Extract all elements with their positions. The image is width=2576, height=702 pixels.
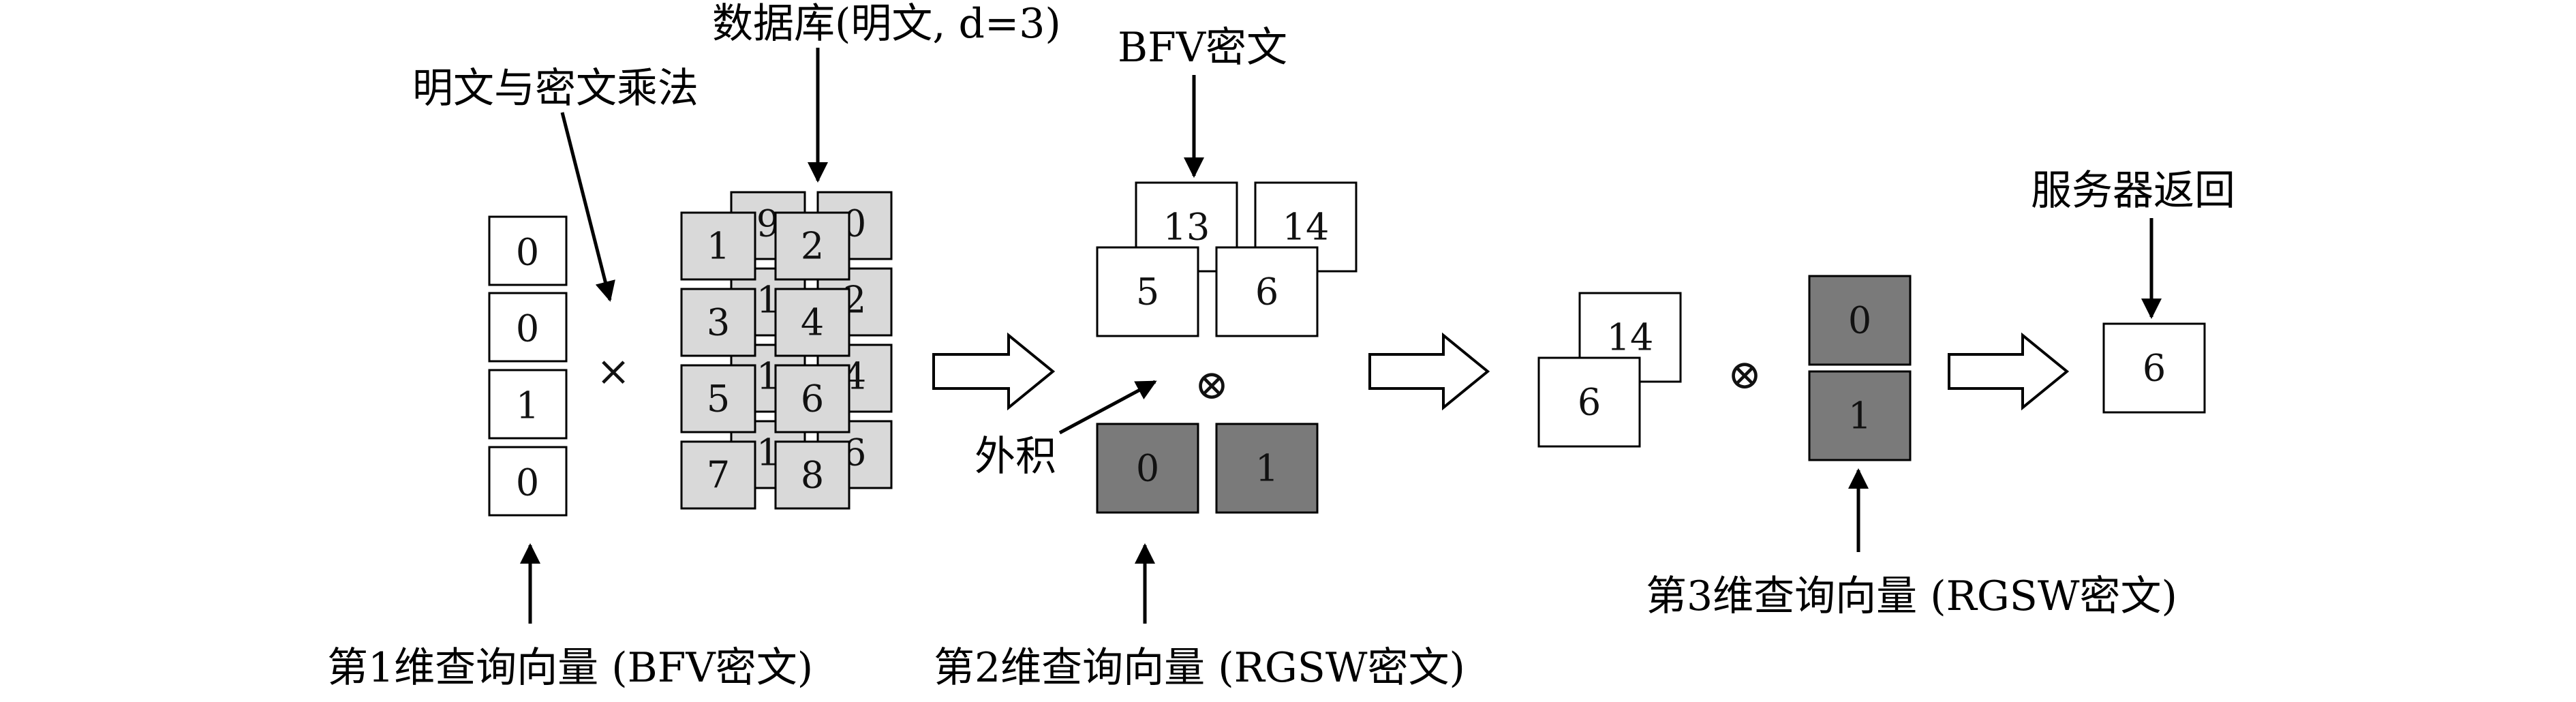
outer-product-arrow <box>1058 380 1157 435</box>
svg-text:13: 13 <box>1163 206 1210 249</box>
plaintext-ciphertext-mult-label: 明文与密文乘法 <box>412 65 699 112</box>
rgsw-cell: 1 <box>1808 370 1912 461</box>
stage2-bfv-ciphertexts: 13 14 5 6 <box>1096 181 1358 337</box>
server-return-label: 服务器返回 <box>2031 167 2235 215</box>
svg-text:0: 0 <box>1136 447 1159 490</box>
result-box: 6 <box>2102 322 2206 414</box>
svg-text:14: 14 <box>1283 206 1330 249</box>
database-cell: 1 <box>680 211 756 281</box>
query3-vector: 0 1 <box>1808 275 1912 461</box>
times-symbol: × <box>596 348 630 395</box>
svg-text:7: 7 <box>707 454 730 497</box>
bfv-cell: 5 <box>1096 246 1199 337</box>
svg-text:1: 1 <box>1848 395 1871 438</box>
svg-text:14: 14 <box>1607 316 1654 359</box>
svg-text:0: 0 <box>1848 299 1871 342</box>
stage3-bfv-ciphertexts: 14 6 <box>1537 292 1682 448</box>
rgsw-cell: 0 <box>1808 275 1912 366</box>
rgsw-cell: 1 <box>1215 423 1319 514</box>
query3-label: 第3维查询向量 (RGSW密文) <box>1646 573 2177 620</box>
svg-text:6: 6 <box>801 378 824 421</box>
database-cell: 8 <box>774 440 850 510</box>
svg-text:1: 1 <box>516 384 539 427</box>
flow-arrow-2 <box>1368 332 1490 411</box>
query2-vector: 0 1 <box>1096 423 1319 514</box>
flow-arrow-1 <box>932 332 1056 411</box>
outer-product-label: 外积 <box>975 433 1056 480</box>
query1-cell: 1 <box>488 369 568 440</box>
svg-text:5: 5 <box>707 378 730 421</box>
svg-text:0: 0 <box>516 231 539 274</box>
database-front-layer: 1 2 3 4 5 6 7 8 <box>680 211 850 510</box>
database-cell: 5 <box>680 364 756 433</box>
query1-cell: 0 <box>488 446 568 517</box>
database-cell: 3 <box>680 288 756 357</box>
mult-note-arrow <box>560 112 615 302</box>
svg-text:6: 6 <box>2143 347 2166 390</box>
database-label: 数据库(明文, d=3) <box>712 0 1061 48</box>
svg-text:0: 0 <box>516 461 539 504</box>
svg-text:0: 0 <box>516 307 539 350</box>
bfv-cell: 6 <box>1215 246 1319 337</box>
rgsw-cell: 0 <box>1096 423 1199 514</box>
query2-label: 第2维查询向量 (RGSW密文) <box>934 644 1465 692</box>
svg-text:6: 6 <box>1578 381 1601 424</box>
otimes-symbol-2: ⊗ <box>1728 351 1762 399</box>
svg-text:3: 3 <box>707 301 730 344</box>
database-cell: 7 <box>680 440 756 510</box>
database-cell: 4 <box>774 288 850 357</box>
otimes-symbol-1: ⊗ <box>1195 361 1229 409</box>
svg-text:2: 2 <box>801 225 824 268</box>
query1-cell: 0 <box>488 292 568 363</box>
svg-text:8: 8 <box>801 454 824 497</box>
flow-arrow-3 <box>1948 332 2070 411</box>
svg-text:4: 4 <box>801 301 824 344</box>
query1-cell: 0 <box>488 215 568 286</box>
svg-text:5: 5 <box>1136 271 1159 314</box>
database-cell: 6 <box>774 364 850 433</box>
svg-text:6: 6 <box>1255 271 1278 314</box>
bfv-cipher-label: BFV密文 <box>1118 24 1287 72</box>
bfv-cell: 6 <box>1537 356 1641 448</box>
svg-text:1: 1 <box>1255 447 1278 490</box>
database-cell: 2 <box>774 211 850 281</box>
svg-text:1: 1 <box>707 225 730 268</box>
query1-label: 第1维查询向量 (BFV密文) <box>327 644 813 692</box>
query1-vector: 0 0 1 0 <box>488 215 568 517</box>
